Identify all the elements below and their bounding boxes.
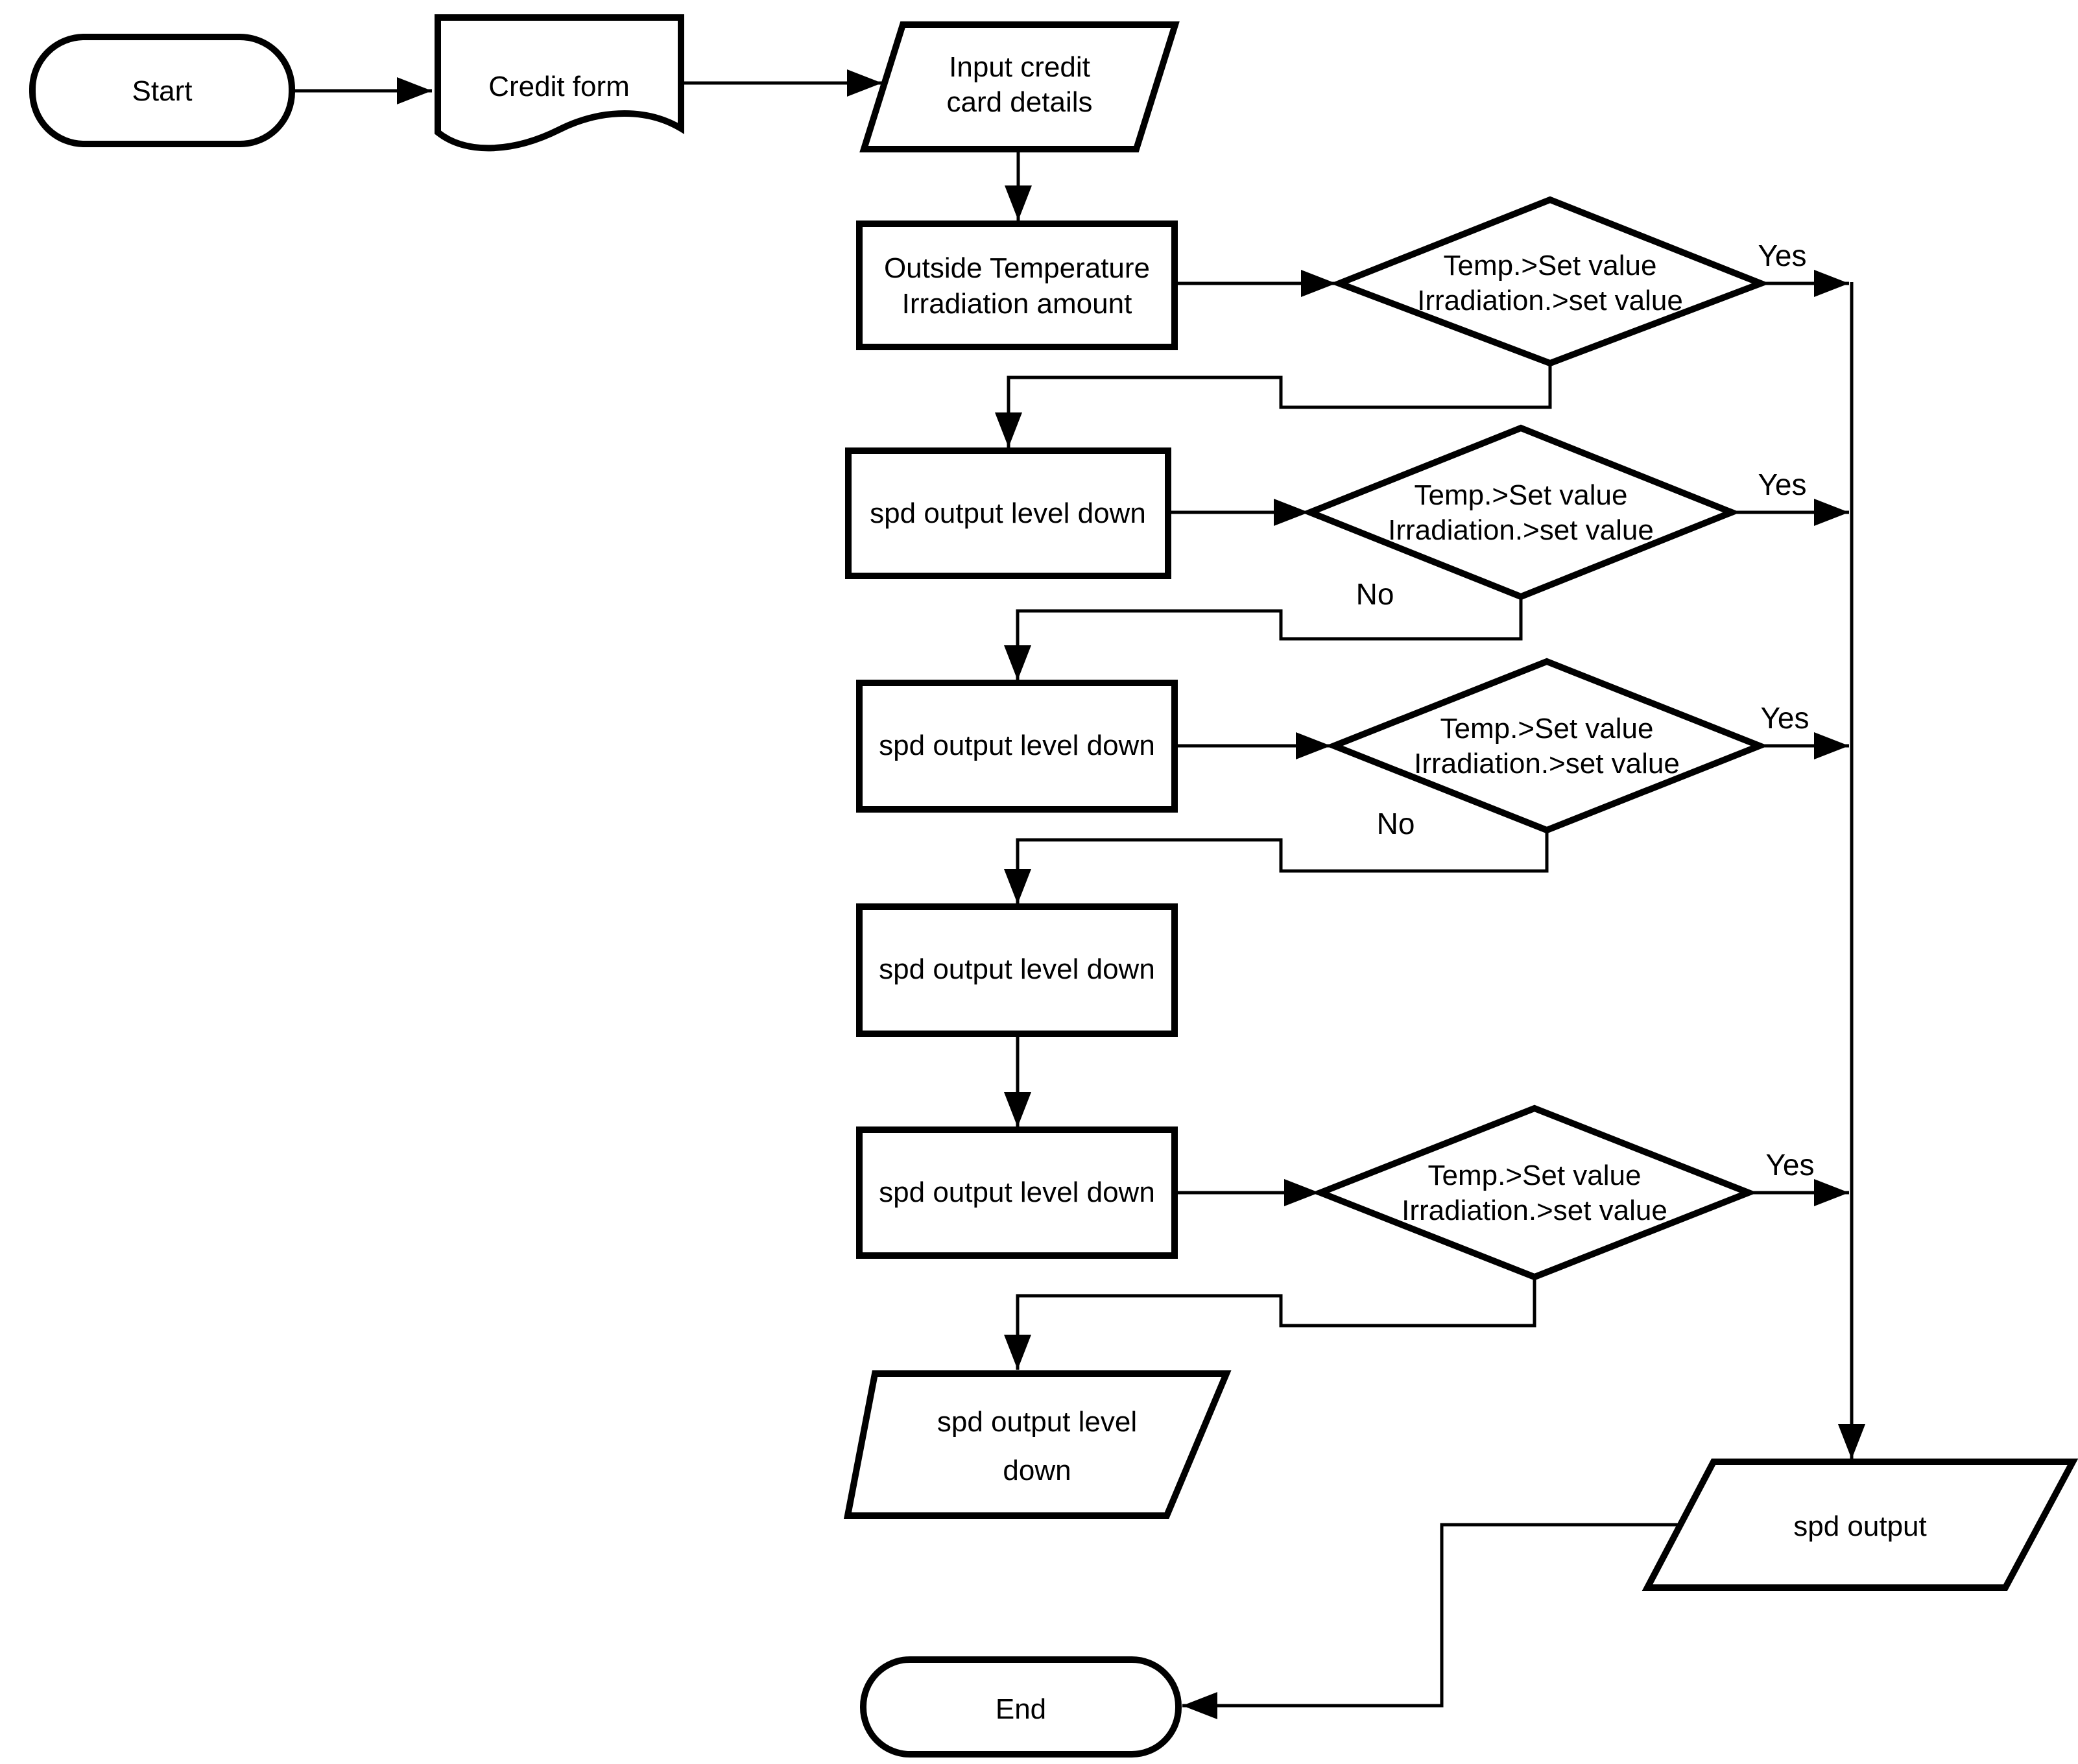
input-credit-io-shape [859,21,1180,152]
spd-down-out-io-shape [843,1370,1232,1519]
spd-down2-process-shape [856,680,1178,813]
decision1-label-line1: Temp.>Set value [1444,250,1657,281]
start-terminator-shape [29,34,295,147]
node-end: End [860,1656,1182,1758]
node-decision3: Temp.>Set value Irradiation.>set value [1325,658,1769,834]
node-spd-down2: spd output level down [856,680,1178,813]
decision2-diamond-shape [1301,424,1741,601]
decision3-diamond-shape [1325,658,1769,834]
edge-decision2-no-to-spd-down2 [1004,597,1523,680]
node-spd-down-out: spd output level down [843,1370,1232,1519]
decision4-diamond-shape [1311,1104,1758,1281]
spd-output-io-shape [1642,1459,2078,1591]
decision4-label-line2: Irradiation.>set value [1402,1195,1667,1226]
yes3-label: Yes [1760,701,1809,735]
start-label: Start [132,75,193,107]
spd-down-out-label-line2: down [1003,1455,1071,1486]
spd-down3-process-shape [856,903,1178,1037]
yes1-label: Yes [1758,239,1806,272]
yes4-label: Yes [1765,1148,1814,1182]
input-credit-label-line1: Input credit [949,51,1090,83]
decision3-label-line1: Temp.>Set value [1440,713,1654,745]
decision1-diamond-shape [1330,196,1770,367]
node-spd-down3: spd output level down [856,903,1178,1037]
outside-temp-label-line1: Outside Temperature [884,252,1150,284]
spd-down-out-label-line1: spd output level [937,1406,1137,1438]
node-spd-down4: spd output level down [856,1126,1178,1259]
node-decision1: Temp.>Set value Irradiation.>set value [1330,196,1770,367]
no1-label: No [1356,577,1394,611]
edge-decision4-to-spd-down-out [1004,1277,1536,1370]
node-start: Start [29,34,295,147]
spd-down3-label: spd output level down [879,953,1155,985]
input-credit-label-line2: card details [946,86,1092,118]
spd-down1-process-shape [845,447,1171,579]
spd-down4-label: spd output level down [879,1176,1155,1208]
decision4-label-line1: Temp.>Set value [1428,1160,1642,1191]
spd-down4-process-shape [856,1126,1178,1259]
decision2-label-line1: Temp.>Set value [1415,479,1628,511]
end-terminator-shape [860,1656,1182,1758]
outside-temp-label-line2: Irradiation amount [902,288,1132,320]
no2-label: No [1377,807,1415,840]
node-decision4: Temp.>Set value Irradiation.>set value [1311,1104,1758,1281]
decision1-label-line2: Irradiation.>set value [1417,285,1683,316]
spd-output-label: spd output [1793,1510,1927,1542]
node-credit-form: Credit form [435,14,684,152]
node-spd-down1: spd output level down [845,447,1171,579]
edge-labels: Yes Yes Yes Yes No No [1356,239,1815,1182]
node-decision2: Temp.>Set value Irradiation.>set value [1301,424,1741,601]
spd-down2-label: spd output level down [879,730,1155,761]
decision3-label-line2: Irradiation.>set value [1414,748,1680,780]
credit-form-label: Credit form [488,71,630,102]
node-input-credit: Input credit card details [859,21,1180,152]
node-outside-temp: Outside Temperature Irradiation amount [856,220,1178,350]
yes2-label: Yes [1758,468,1806,501]
edge-spd-output-to-end [1182,1523,1680,1719]
outside-temp-process-shape [856,220,1178,350]
edge-decision3-no-to-spd-down3 [1004,830,1549,904]
end-label: End [996,1693,1046,1725]
decision2-label-line2: Irradiation.>set value [1388,514,1654,546]
edges [292,69,1865,1719]
credit-form-document-shape [435,14,684,152]
edge-decision1-no-to-spd-down1 [995,363,1552,447]
spd-down1-label: spd output level down [870,497,1146,529]
node-spd-output: spd output [1642,1459,2078,1591]
